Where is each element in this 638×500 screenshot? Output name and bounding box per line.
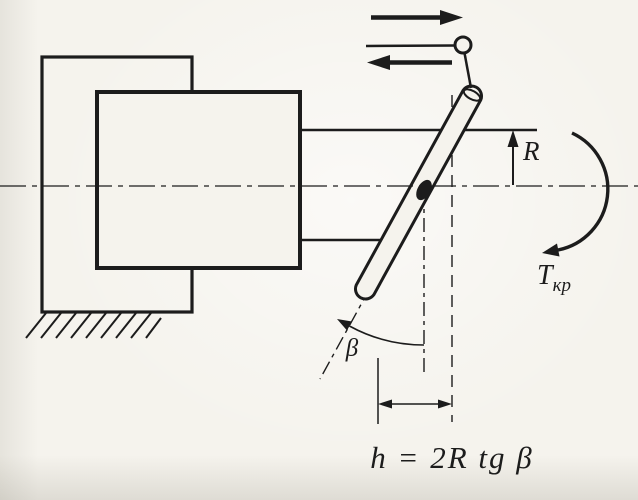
motion-arrow-left-icon	[367, 55, 452, 70]
radius-label: R	[522, 136, 540, 166]
housing-block	[95, 90, 302, 270]
torque-label: Tкр	[537, 260, 571, 296]
crank-handle-line	[365, 44, 456, 48]
h-dimension-arrow-right-icon	[438, 399, 452, 409]
radius-arrow-up-icon	[507, 130, 519, 147]
ground-hatching-icon	[25, 312, 162, 339]
pivot-joint-dot	[416, 179, 432, 201]
angle-label: β	[345, 335, 359, 362]
torque-symbol: T	[537, 260, 555, 291]
angle-arc-icon	[337, 319, 425, 346]
crank-link-line	[463, 52, 473, 89]
torque-arrow-icon	[542, 131, 610, 257]
crank-pin-circle	[453, 35, 473, 55]
h-dimension-arrow-left-icon	[378, 399, 392, 409]
h-dimension	[377, 358, 452, 424]
radius-dimension	[507, 130, 519, 185]
torque-subscript: кр	[553, 275, 571, 296]
formula-text: h = 2R tg β	[370, 440, 533, 475]
rod-end-face	[462, 88, 482, 102]
motion-arrow-right-icon	[371, 10, 463, 25]
